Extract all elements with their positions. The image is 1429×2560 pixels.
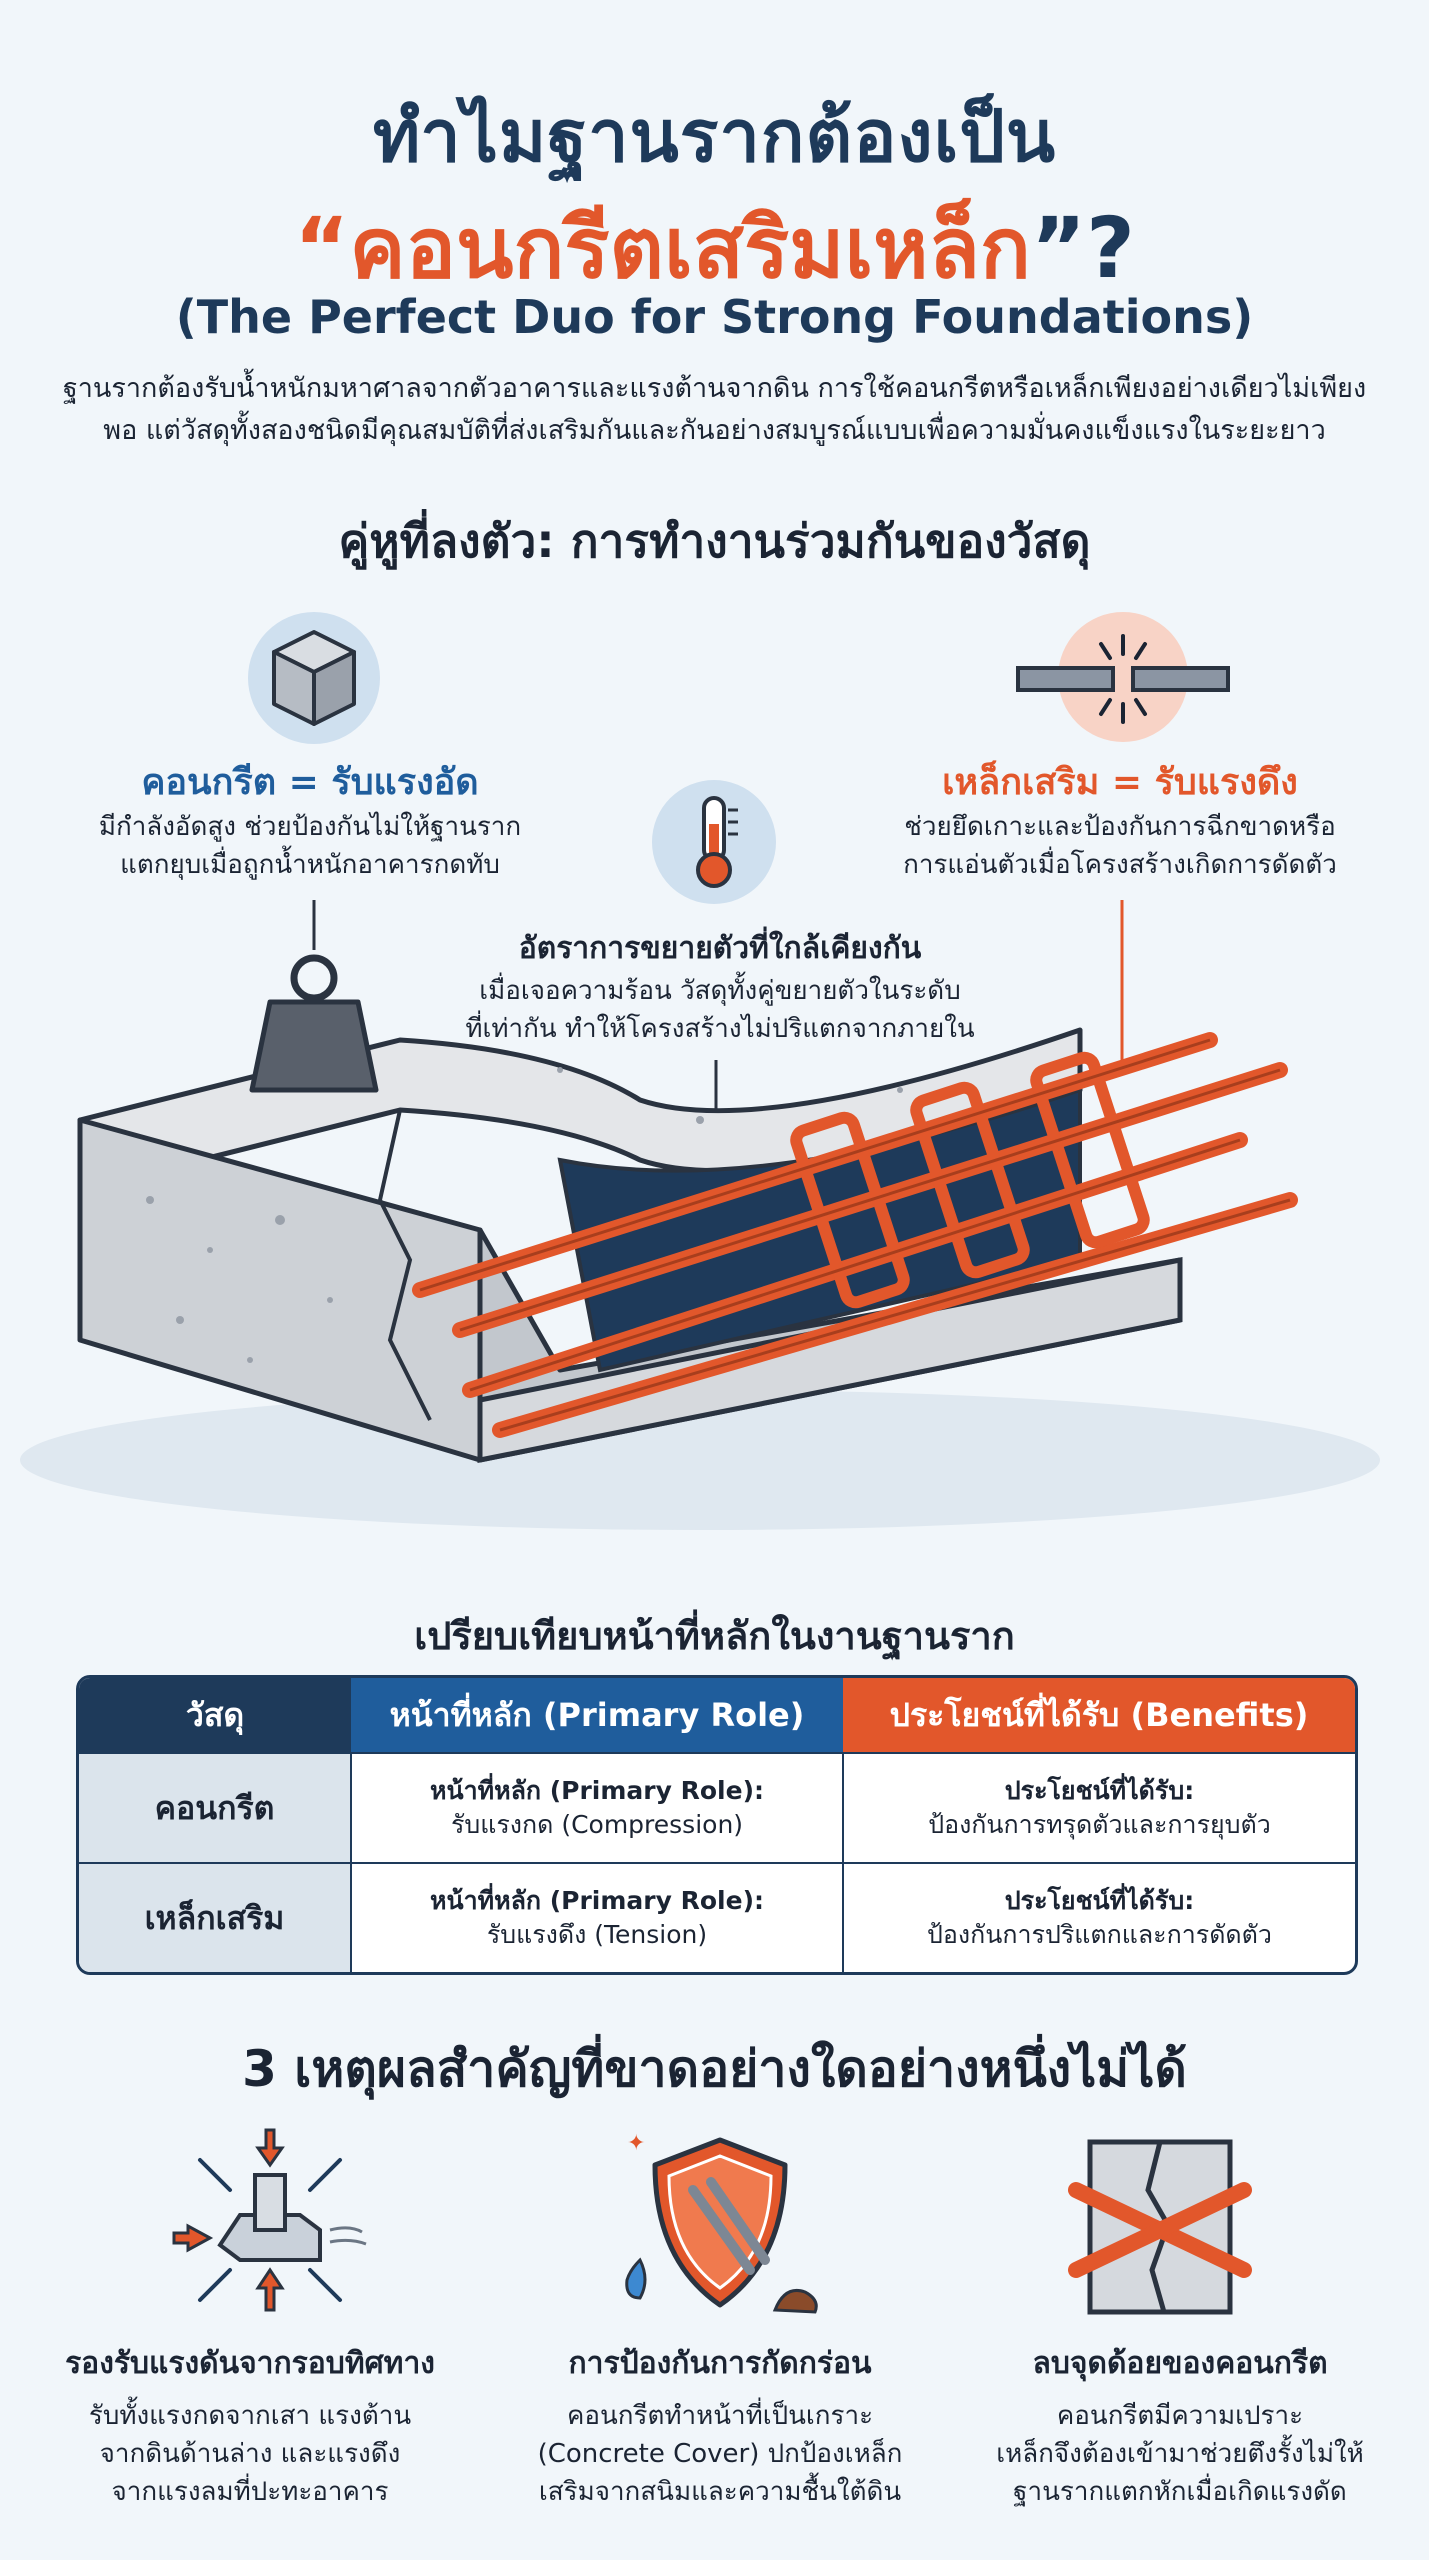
role-label: หน้าที่หลัก (Primary Role): <box>430 1776 764 1806</box>
page-title-highlight: “คอนกรีตเสริมเหล็ก”? <box>0 180 1429 314</box>
comparison-title: เปรียบเทียบหน้าที่หลักในงานฐานราก <box>414 1614 1015 1658</box>
reason-desc-line: คอนกรีตมีความเปราะ <box>1056 2401 1304 2431</box>
benefit-label: ประโยชน์ที่ได้รับ: <box>1004 1886 1195 1916</box>
cracked-block-icon <box>1068 2139 1252 2315</box>
header-material: วัสดุ <box>79 1678 351 1753</box>
reason-title: ลบจุดด้อยของคอนกรีต <box>1032 2346 1328 2381</box>
quote-open: “ <box>294 199 350 297</box>
steel-description: ช่วยยึดเกาะและป้องกันการฉีกขาดหรือ การแอ… <box>870 808 1370 884</box>
reason-desc-line: จากดินด้านล่าง และแรงดึง <box>99 2439 401 2469</box>
role-value: รับแรงดึง (Tension) <box>486 1920 708 1950</box>
material-cell: คอนกรีต <box>79 1751 352 1864</box>
reason-desc-line: รับทั้งแรงกดจากเสา แรงต้าน <box>88 2401 412 2431</box>
reason-desc-line: (Concrete Cover) ปกป้องเหล็ก <box>537 2439 903 2469</box>
concrete-desc-line: มีกำลังอัดสูง ช่วยป้องกันไม่ให้ฐานราก <box>98 812 522 842</box>
concrete-heading: คอนกรีต = รับแรงอัด <box>141 762 479 803</box>
steel-desc-line: ช่วยยึดเกาะและป้องกันการฉีกขาดหรือ <box>904 812 1336 842</box>
concrete-desc-line: แตกยุบเมื่อถูกน้ำหนักอาคารกดทับ <box>120 850 500 880</box>
benefit-cell: ประโยชน์ที่ได้รับ: ป้องกันการปริแตกและกา… <box>843 1862 1355 1972</box>
compression-arrows-icon <box>172 2128 367 2312</box>
reason-desc-line: เหล็กจึงต้องเข้ามาช่วยตึงรั้งไม่ให้ <box>996 2439 1364 2469</box>
role-value: รับแรงกด (Compression) <box>450 1810 744 1840</box>
table-header-row: วัสดุ หน้าที่หลัก (Primary Role) ประโยชน… <box>79 1678 1355 1753</box>
expansion-description: เมื่อเจอความร้อน วัสดุทั้งคู่ขยายตัวในระ… <box>420 972 1020 1048</box>
concrete-description: มีกำลังอัดสูง ช่วยป้องกันไม่ให้ฐานราก แต… <box>70 808 550 884</box>
expansion-heading: อัตราการขยายตัวที่ใกล้เคียงกัน <box>518 931 922 966</box>
benefit-cell: ประโยชน์ที่ได้รับ: ป้องกันการทรุดตัวและก… <box>843 1751 1355 1864</box>
intro-line: พอ แต่วัสดุทั้งสองชนิดมีคุณสมบัติที่ส่งเ… <box>103 415 1326 446</box>
reason-desc-line: ฐานรากแตกหักเมื่อเกิดแรงดัด <box>1013 2477 1347 2507</box>
section-title-pair: คู่หูที่ลงตัว: การทำงานร่วมกันของวัสดุ <box>338 514 1091 568</box>
material-cell: เหล็กเสริม <box>79 1862 352 1972</box>
reasons-title: 3 เหตุผลสำคัญที่ขาดอย่างใดอย่างหนึ่งไม่ไ… <box>242 2040 1187 2098</box>
expansion-desc-line: ที่เท่ากัน ทำให้โครงสร้างไม่ปริแตกจากภาย… <box>465 1014 975 1044</box>
expansion-desc-line: เมื่อเจอความร้อน วัสดุทั้งคู่ขยายตัวในระ… <box>479 976 961 1006</box>
reason-title: การป้องกันการกัดกร่อน <box>568 2346 872 2381</box>
header-benefits: ประโยชน์ที่ได้รับ (Benefits) <box>843 1678 1355 1753</box>
reason-item: การป้องกันการกัดกร่อน คอนกรีตทำหน้าที่เป… <box>500 2340 940 2511</box>
reason-desc-line: เสริมจากสนิมและความชื้นใต้ดิน <box>538 2477 902 2507</box>
intro-paragraph: ฐานรากต้องรับน้ำหนักมหาศาลจากตัวอาคารและ… <box>60 368 1369 452</box>
weight-icon <box>249 954 379 1093</box>
role-cell: หน้าที่หลัก (Primary Role): รับแรงกด (Co… <box>351 1751 844 1864</box>
title-highlight-text: คอนกรีตเสริมเหล็ก <box>349 199 1031 297</box>
page-subtitle: (The Perfect Duo for Strong Foundations) <box>175 290 1254 344</box>
quote-close: ”? <box>1030 199 1135 297</box>
table-row: คอนกรีต หน้าที่หลัก (Primary Role): รับแ… <box>79 1751 1355 1864</box>
reason-desc-line: จากแรงลมที่ปะทะอาคาร <box>111 2477 389 2507</box>
reason-item: รองรับแรงดันจากรอบทิศทาง รับทั้งแรงกดจาก… <box>40 2340 460 2511</box>
foundation-illustration <box>20 900 1380 1530</box>
table-row: เหล็กเสริม หน้าที่หลัก (Primary Role): ร… <box>79 1862 1355 1972</box>
thermometer-icon <box>652 780 776 904</box>
benefit-value: ป้องกันการทรุดตัวและการยุบตัว <box>928 1810 1271 1840</box>
reason-item: ลบจุดด้อยของคอนกรีต คอนกรีตมีความเปราะ เ… <box>960 2340 1400 2511</box>
comparison-table: วัสดุ หน้าที่หลัก (Primary Role) ประโยชน… <box>76 1675 1358 1975</box>
broken-bar-icon <box>1016 612 1230 742</box>
role-cell: หน้าที่หลัก (Primary Role): รับแรงดึง (T… <box>351 1862 844 1972</box>
intro-line: ฐานรากต้องรับน้ำหนักมหาศาลจากตัวอาคารและ… <box>62 373 1367 404</box>
page-title-line1: ทำไมฐานรากต้องเป็น <box>372 94 1057 178</box>
steel-desc-line: การแอ่นตัวเมื่อโครงสร้างเกิดการดัดตัว <box>903 850 1337 880</box>
shield-icon: ✦ <box>625 2131 818 2314</box>
steel-heading: เหล็กเสริม = รับแรงดึง <box>942 762 1298 803</box>
role-label: หน้าที่หลัก (Primary Role): <box>430 1886 764 1916</box>
cube-icon <box>248 612 380 744</box>
reason-desc-line: คอนกรีตทำหน้าที่เป็นเกราะ <box>566 2401 874 2431</box>
header-role: หน้าที่หลัก (Primary Role) <box>351 1678 843 1753</box>
reason-title: รองรับแรงดันจากรอบทิศทาง <box>65 2346 435 2381</box>
benefit-label: ประโยชน์ที่ได้รับ: <box>1004 1776 1195 1806</box>
benefit-value: ป้องกันการปริแตกและการดัดตัว <box>927 1920 1272 1950</box>
svg-text:✦: ✦ <box>627 2131 645 2156</box>
